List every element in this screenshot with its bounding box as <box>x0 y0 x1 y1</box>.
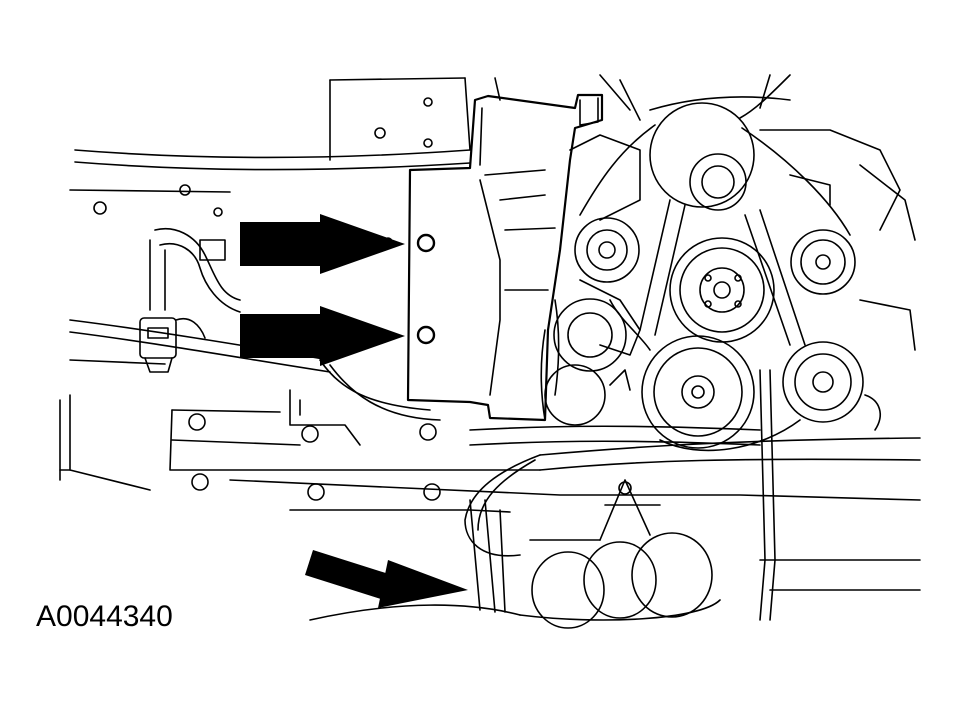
upper-bolt-arrow-icon <box>240 214 405 274</box>
control-module-cover <box>406 93 604 422</box>
lower-crossmember <box>169 359 921 591</box>
lower-accessory-assembly <box>519 369 776 629</box>
left-wiring-harness <box>139 228 241 373</box>
lower-bolt-arrow-icon <box>240 306 405 366</box>
lower-bolt-hole <box>416 325 436 345</box>
lower-wiring-harness <box>309 454 541 621</box>
upper-bolt-hole <box>416 233 436 253</box>
harness-arrow-icon <box>305 550 468 608</box>
pulley-system <box>544 74 916 452</box>
body-panel-lines <box>59 77 501 491</box>
figure-id-label: A0044340 <box>36 600 173 633</box>
